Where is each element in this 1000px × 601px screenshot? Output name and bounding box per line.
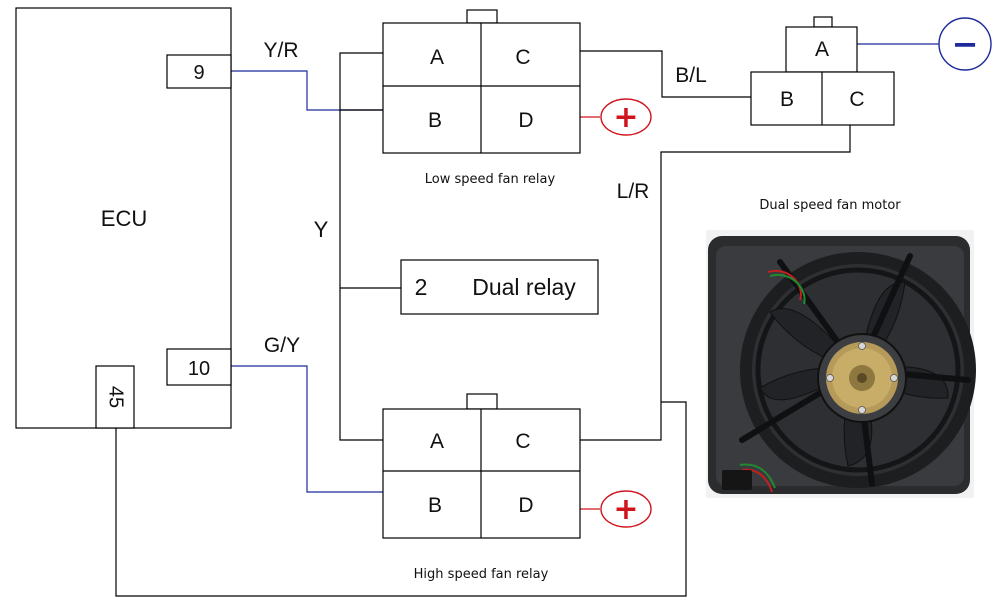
high-relay-title: High speed fan relay — [414, 567, 549, 582]
ecu-pin-45: 45 — [95, 365, 135, 429]
ecu-pin-45-label: 45 — [105, 386, 127, 408]
low-relay-title: Low speed fan relay — [425, 172, 556, 187]
wire-label-b-l: B/L — [675, 64, 707, 87]
high-speed-fan-relay: A C B D — [382, 393, 581, 539]
wire-y-bus — [339, 52, 383, 441]
high-relay-terminal-a: A — [430, 430, 444, 453]
wire-y-r — [231, 70, 383, 111]
low-relay-terminal-d: D — [518, 109, 533, 132]
minus-symbol: − — [952, 25, 979, 63]
plus-symbol-low: + — [613, 100, 638, 135]
low-relay-terminal-c: C — [515, 46, 530, 69]
motor-connector-terminal-b: B — [780, 88, 794, 111]
low-relay-terminal-b: B — [428, 109, 442, 132]
wire-label-y: Y — [314, 217, 329, 242]
plus-symbol-high: + — [613, 492, 638, 527]
wire-l-r — [580, 125, 851, 441]
motor-connector-terminal-a: A — [815, 38, 829, 61]
fan-motor-title: Dual speed fan motor — [759, 198, 901, 213]
wire-g-y — [231, 365, 383, 493]
motor-connector: A B C — [750, 16, 895, 126]
low-relay-terminal-a: A — [430, 46, 444, 69]
wire-label-g-y: G/Y — [264, 334, 300, 357]
motor-connector-terminal-c: C — [849, 88, 864, 111]
wire-pin-45 — [115, 401, 687, 597]
high-relay-terminal-b: B — [428, 494, 442, 517]
dual-relay: 2 Dual relay — [400, 259, 599, 315]
ecu-module: ECU 9 10 45 — [15, 7, 232, 429]
wire-label-l-r: L/R — [617, 180, 650, 203]
low-speed-fan-relay: A C B D — [382, 9, 581, 154]
fan-motor-photo — [706, 230, 976, 498]
wire-label-y-r: Y/R — [263, 39, 298, 62]
ecu-pin-10: 10 — [166, 348, 232, 386]
ecu-pin-9: 9 — [166, 54, 232, 89]
high-relay-terminal-d: D — [518, 494, 533, 517]
plus-terminal-high: + — [600, 490, 652, 528]
high-relay-terminal-c: C — [515, 430, 530, 453]
ecu-label: ECU — [101, 206, 147, 231]
plus-terminal-low: + — [600, 98, 652, 136]
wire-b-l — [580, 50, 751, 98]
dual-relay-label: Dual relay — [472, 274, 576, 300]
ecu-pin-10-label: 10 — [188, 358, 210, 380]
minus-terminal: − — [938, 17, 992, 71]
ecu-pin-9-label: 9 — [193, 62, 204, 84]
dual-relay-number: 2 — [415, 274, 428, 300]
